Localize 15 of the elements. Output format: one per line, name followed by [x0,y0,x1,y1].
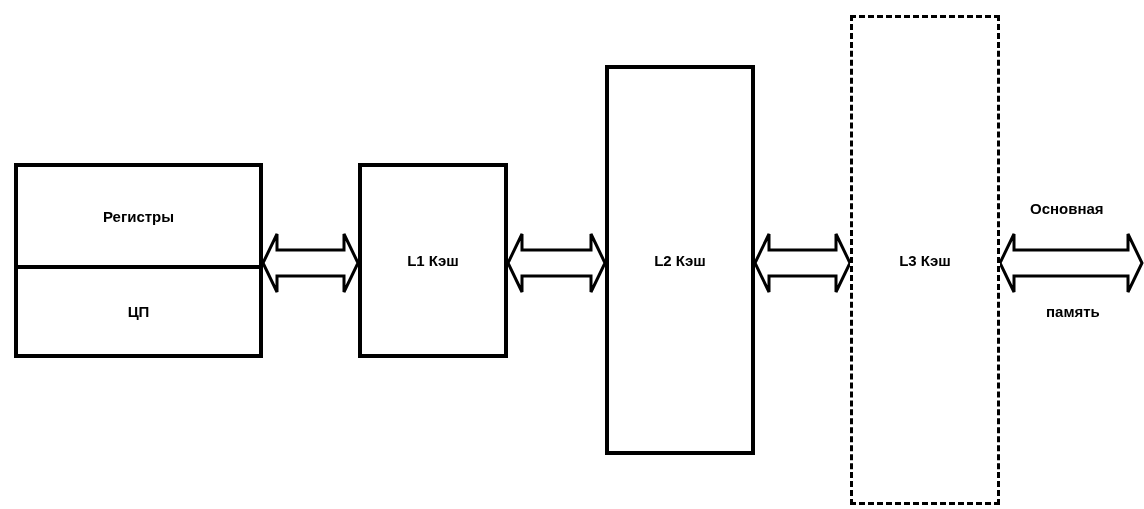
arrow-label: память [1046,303,1100,320]
box-label: L3 Кэш [899,251,951,269]
double-arrow [261,232,360,294]
process-box [358,163,508,358]
group-box [14,163,263,358]
box-label: Регистры [102,207,175,225]
dashed-box [850,15,1000,505]
box-label: L2 Кэш [654,251,706,269]
box-label: L1 Кэш [407,252,459,269]
box-label: ЦП [127,303,150,320]
process-box [605,65,755,455]
double-arrow [998,232,1144,294]
arrow-label: Основная [1030,200,1104,217]
double-arrow [753,232,852,294]
double-arrow [506,232,607,294]
